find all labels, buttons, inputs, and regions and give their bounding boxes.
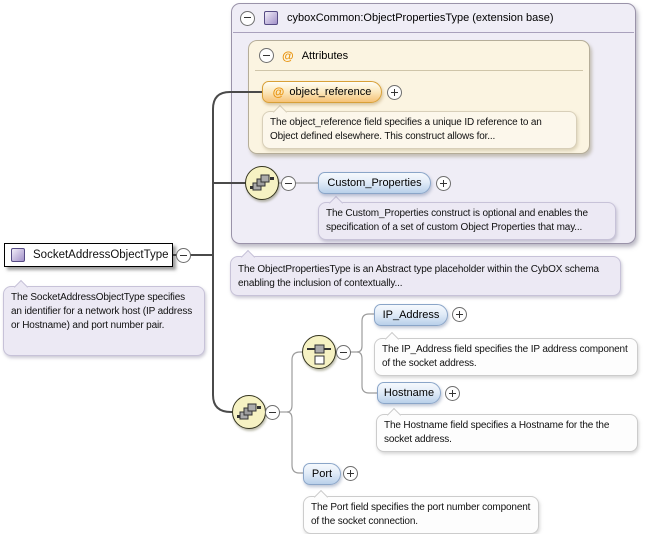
ip-address-description: The IP_Address field specifies the IP ad… <box>374 338 638 376</box>
expand-hostname-button[interactable] <box>445 386 460 401</box>
element-port[interactable]: Port <box>303 463 341 485</box>
hostname-description: The Hostname field specifies a Hostname … <box>376 414 638 452</box>
choice-to-ip-address-line <box>356 313 374 353</box>
port-description: The Port field specifies the port number… <box>303 496 539 534</box>
sequence-icon <box>245 166 279 200</box>
root-element-socketaddressobjecttype[interactable]: SocketAddressObjectType <box>4 243 173 267</box>
object-reference-description: The object_reference field specifies a u… <box>262 111 577 149</box>
attribute-at-icon: @ <box>282 48 294 63</box>
attributes-header: @ Attributes <box>249 41 589 70</box>
root-element-description: The SocketAddressObjectType specifies an… <box>3 286 205 356</box>
root-element-label: SocketAddressObjectType <box>33 249 169 261</box>
expand-port-button[interactable] <box>343 466 358 481</box>
complex-type-icon <box>264 11 278 25</box>
custom-properties-description: The Custom_Properties construct is optio… <box>318 202 616 240</box>
choice-glyph <box>307 344 331 365</box>
collapse-attributes-button[interactable] <box>259 48 274 63</box>
collapse-choice-button[interactable] <box>336 345 351 360</box>
element-custom-properties[interactable]: Custom_Properties <box>318 172 431 194</box>
complex-type-icon <box>11 248 25 262</box>
expand-ip-address-button[interactable] <box>452 307 467 322</box>
attribute-label: object_reference <box>289 86 372 98</box>
sequence-to-choice-line <box>286 351 304 413</box>
attribute-at-icon: @ <box>272 85 285 99</box>
sequence-to-port-line <box>286 411 303 474</box>
element-label: Hostname <box>383 387 435 399</box>
element-ip-address[interactable]: IP_Address <box>374 304 448 326</box>
expand-custom-properties-button[interactable] <box>436 176 451 191</box>
collapse-base-button[interactable] <box>240 10 255 26</box>
element-label: Custom_Properties <box>327 177 422 189</box>
collapse-sequence-button[interactable] <box>265 405 280 420</box>
object-properties-type-description: The ObjectPropertiesType is an Abstract … <box>230 256 621 296</box>
extension-base-title: cyboxCommon:ObjectPropertiesType (extens… <box>287 12 554 24</box>
collapse-root-button[interactable] <box>176 248 191 263</box>
attributes-title: Attributes <box>301 49 349 62</box>
expand-object-reference-button[interactable] <box>387 85 402 100</box>
element-hostname[interactable]: Hostname <box>377 382 441 404</box>
sequence-icon <box>232 395 266 429</box>
header-divider <box>233 32 634 33</box>
element-label: IP_Address <box>382 309 440 321</box>
sequence-glyph <box>250 174 274 191</box>
extension-base-header: cyboxCommon:ObjectPropertiesType (extens… <box>232 4 635 32</box>
choice-icon <box>302 335 336 369</box>
attribute-object-reference[interactable]: @ object_reference <box>262 81 382 103</box>
sequence-glyph <box>237 403 261 420</box>
element-label: Port <box>311 468 333 480</box>
attributes-divider <box>255 70 583 71</box>
collapse-sequence-button[interactable] <box>281 176 296 191</box>
